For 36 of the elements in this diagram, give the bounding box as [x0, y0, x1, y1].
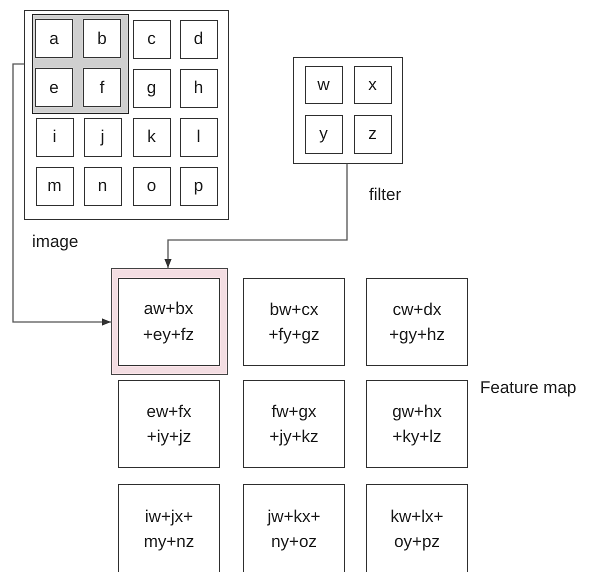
letter-cell: x	[354, 66, 392, 104]
highlight-frame	[111, 268, 228, 375]
letter-cell: b	[83, 19, 121, 58]
feature-map-cell: iw+jx+ my+nz	[118, 484, 220, 572]
feature-map-cell: kw+lx+ oy+pz	[366, 484, 468, 572]
feature-map-cell: fw+gx +jy+kz	[243, 380, 345, 468]
feature-map-cell: aw+bx +ey+fz	[118, 278, 220, 366]
letter-cell: o	[132, 166, 170, 206]
letter-cell: g	[132, 68, 170, 108]
letter-cell: y	[304, 114, 342, 154]
letter-cell: m	[36, 166, 74, 206]
feature-map-cell: ew+fx +iy+jz	[118, 380, 220, 468]
feature-map-cell: jw+kx+ ny+oz	[243, 484, 345, 572]
letter-cell: w	[304, 66, 342, 104]
feature-map-cell: cw+dx +gy+hz	[366, 278, 468, 366]
feature-map-cell: bw+cx +fy+gz	[243, 278, 345, 366]
letter-cell: p	[180, 166, 218, 206]
letter-cell: d	[180, 20, 218, 58]
image-caption: image	[32, 232, 78, 252]
letter-cell: i	[36, 118, 74, 156]
letter-cell: c	[132, 20, 170, 58]
connector-arrow	[12, 63, 111, 326]
letter-cell: f	[83, 68, 121, 107]
letter-cell: l	[180, 118, 218, 156]
letter-cell: n	[84, 166, 122, 206]
letter-cell: a	[35, 19, 73, 58]
letter-cell: h	[180, 68, 218, 108]
feature-map-cell: gw+hx +ky+lz	[366, 380, 468, 468]
letter-cell: j	[84, 118, 122, 156]
letter-cell: e	[35, 68, 73, 107]
filter-caption: filter	[369, 185, 402, 205]
letter-cell: k	[132, 118, 170, 156]
letter-cell: z	[354, 114, 392, 154]
connector-arrow	[164, 164, 348, 268]
sliding-window	[32, 14, 128, 114]
feature-map-caption: Feature map	[480, 378, 576, 398]
